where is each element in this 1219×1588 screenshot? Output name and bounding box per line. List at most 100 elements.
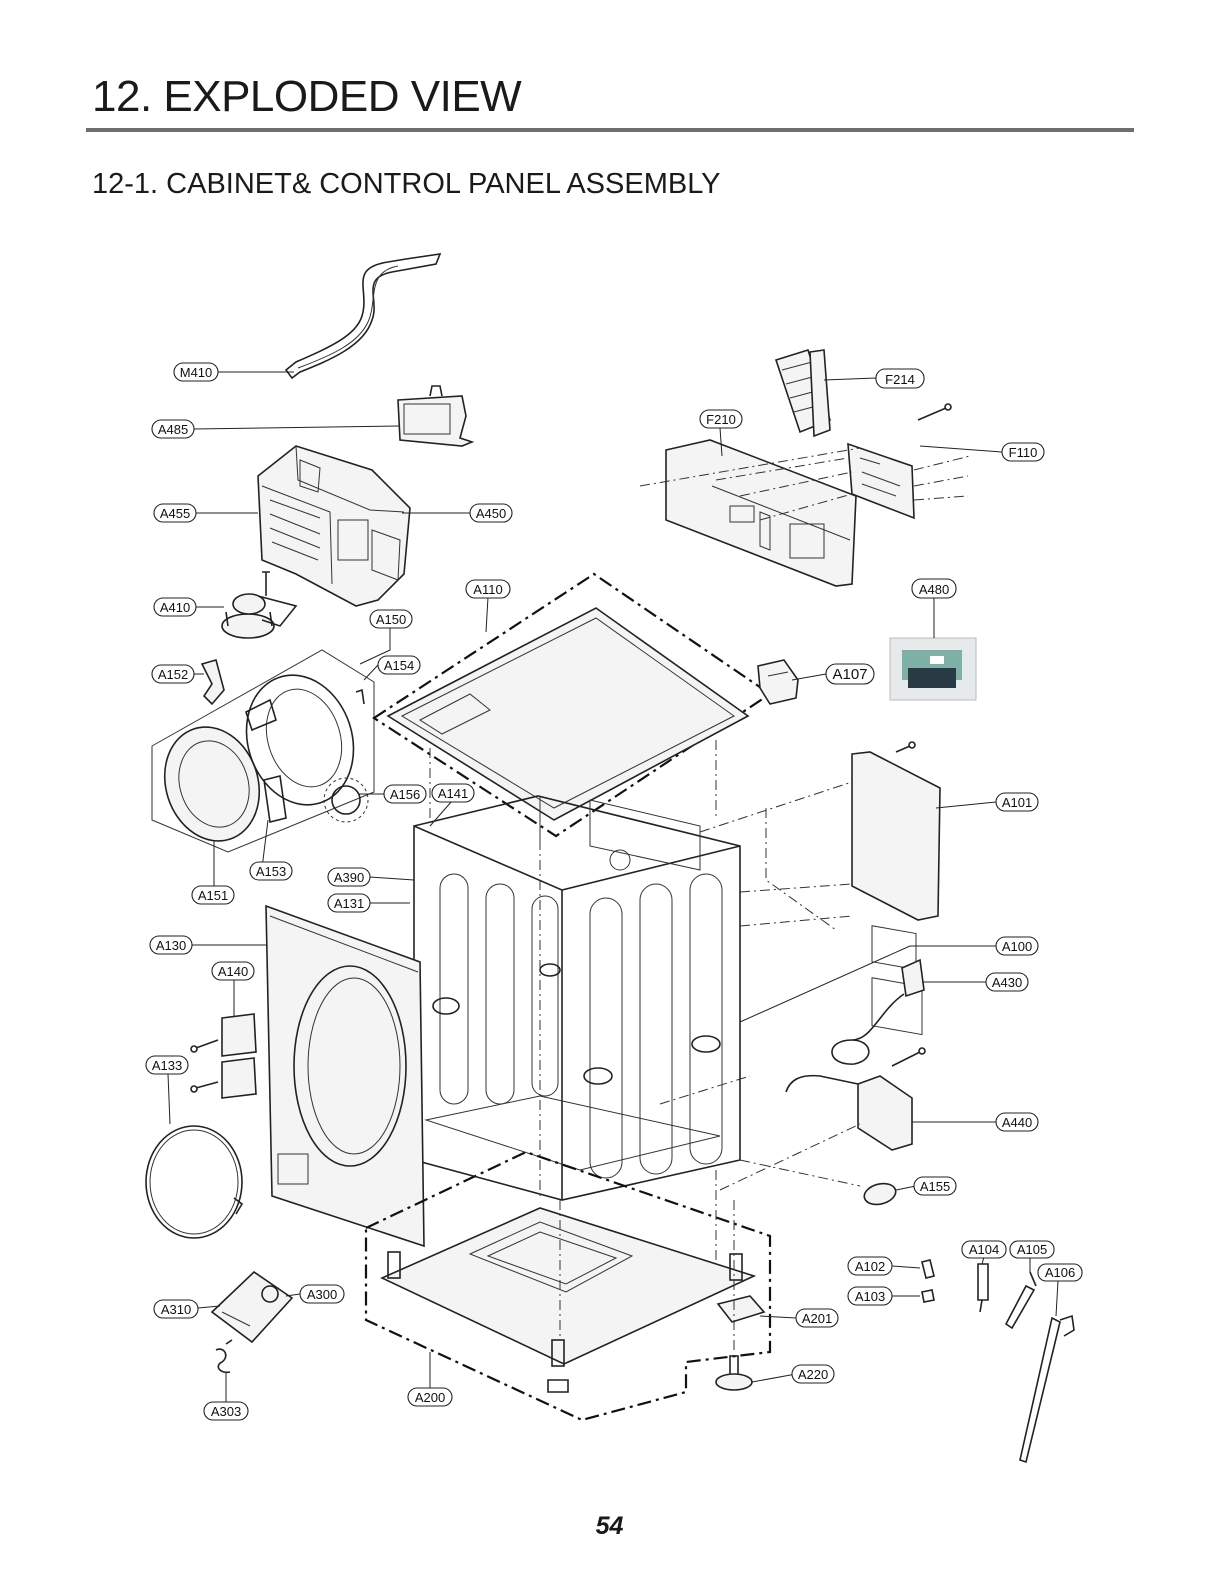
callout-text: A102 bbox=[855, 1259, 885, 1274]
callout-text: A106 bbox=[1045, 1265, 1075, 1280]
a200-base-frame bbox=[364, 1150, 772, 1422]
a110-top-plate bbox=[371, 572, 772, 838]
callout-leader-lines bbox=[167, 371, 1059, 1402]
callout-a101: A101 bbox=[995, 792, 1039, 812]
callout-text: A141 bbox=[438, 786, 468, 801]
callout-a140: A140 bbox=[211, 961, 255, 981]
callout-text: A100 bbox=[1002, 939, 1032, 954]
m410-harness-bracket bbox=[284, 253, 442, 380]
callout-text: A220 bbox=[798, 1367, 828, 1382]
a440-noise-filter bbox=[785, 1047, 926, 1151]
a410-pressure-switch bbox=[221, 571, 298, 639]
callout-text: A151 bbox=[198, 888, 228, 903]
callout-a103: A103 bbox=[847, 1286, 893, 1306]
callout-a303: A303 bbox=[203, 1401, 249, 1421]
a201-a220-legs bbox=[715, 1295, 766, 1391]
callout-text: A430 bbox=[992, 975, 1022, 990]
callout-f214: F214 bbox=[875, 368, 925, 389]
callout-text: A103 bbox=[855, 1289, 885, 1304]
callout-a310: A310 bbox=[153, 1299, 199, 1319]
callout-text: A155 bbox=[920, 1179, 950, 1194]
callout-a152: A152 bbox=[151, 664, 195, 684]
callout-a106: A106 bbox=[1037, 1263, 1083, 1282]
callout-text: F210 bbox=[706, 412, 736, 427]
a480-control-module bbox=[889, 637, 977, 701]
callout-text: A104 bbox=[969, 1242, 999, 1257]
f210-control-panel bbox=[665, 439, 857, 587]
callout-text: A156 bbox=[390, 787, 420, 802]
callout-a100: A100 bbox=[995, 936, 1039, 956]
callout-text: A140 bbox=[218, 964, 248, 979]
a430-power-cord bbox=[831, 958, 925, 1065]
callout-text: A131 bbox=[334, 896, 364, 911]
callout-a102: A102 bbox=[847, 1256, 893, 1276]
callout-text: A101 bbox=[1002, 795, 1032, 810]
callout-text: F110 bbox=[1009, 445, 1038, 460]
callout-a455: A455 bbox=[153, 503, 197, 523]
callout-text: A150 bbox=[376, 612, 406, 627]
callout-a410: A410 bbox=[153, 597, 197, 617]
callout-a440: A440 bbox=[995, 1112, 1039, 1132]
callout-a390: A390 bbox=[327, 867, 371, 887]
section-title: 12-1. CABINET& CONTROL PANEL ASSEMBLY bbox=[92, 168, 721, 200]
callout-text: A105 bbox=[1017, 1242, 1047, 1257]
a140-hinge-set bbox=[190, 1013, 257, 1099]
callout-a153: A153 bbox=[249, 861, 293, 881]
callout-text: A303 bbox=[211, 1404, 241, 1419]
callout-text: A300 bbox=[307, 1287, 337, 1302]
callout-a155: A155 bbox=[913, 1176, 957, 1196]
callout-a200: A200 bbox=[407, 1387, 453, 1407]
a101-rear-cover bbox=[851, 741, 941, 1036]
a133-clamp-ring bbox=[145, 1125, 244, 1239]
exploded-guide-lines bbox=[429, 447, 971, 1350]
callout-f210: F210 bbox=[699, 409, 743, 429]
callout-a154: A154 bbox=[377, 655, 421, 675]
callout-text: A410 bbox=[160, 600, 190, 615]
a485-cover bbox=[397, 385, 475, 447]
callout-text: A133 bbox=[152, 1058, 182, 1073]
a130-front-panel bbox=[265, 904, 425, 1248]
callout-text: A130 bbox=[156, 938, 186, 953]
callout-text: A485 bbox=[158, 422, 188, 437]
callout-a110: A110 bbox=[465, 579, 511, 599]
callout-labels: M410 A485 A455 A450 A410 A150 A152 A154 … bbox=[145, 362, 1083, 1421]
callout-a131: A131 bbox=[327, 893, 371, 913]
callout-a450: A450 bbox=[469, 503, 513, 523]
callout-a300: A300 bbox=[299, 1284, 345, 1304]
a155-cap bbox=[863, 1182, 897, 1206]
callout-text: A455 bbox=[160, 506, 190, 521]
callout-text: A450 bbox=[476, 506, 506, 521]
callout-text: A153 bbox=[256, 864, 286, 879]
callout-a104: A104 bbox=[961, 1240, 1007, 1259]
cabinet-body bbox=[413, 795, 741, 1201]
callout-text: A480 bbox=[919, 582, 949, 597]
a300-filter-door bbox=[210, 1270, 294, 1374]
callout-a201: A201 bbox=[795, 1308, 839, 1328]
callout-a133: A133 bbox=[145, 1055, 189, 1075]
callout-a151: A151 bbox=[191, 885, 235, 905]
callout-a220: A220 bbox=[791, 1364, 835, 1384]
callout-a130: A130 bbox=[149, 935, 193, 955]
callout-text: A201 bbox=[802, 1311, 832, 1326]
callout-a150: A150 bbox=[369, 609, 413, 629]
callout-a105: A105 bbox=[1009, 1240, 1055, 1259]
callout-a430: A430 bbox=[985, 972, 1029, 992]
callout-text: A310 bbox=[161, 1302, 191, 1317]
callout-text: A440 bbox=[1002, 1115, 1032, 1130]
callout-text: M410 bbox=[180, 365, 213, 380]
callout-a107: A107 bbox=[825, 663, 875, 685]
callout-a485: A485 bbox=[151, 419, 195, 439]
callout-a480: A480 bbox=[911, 578, 957, 599]
a455-a450-pcb-assembly bbox=[257, 445, 411, 607]
callout-text: A152 bbox=[158, 667, 188, 682]
f214-button-set bbox=[774, 348, 831, 438]
page-number: 54 bbox=[595, 1512, 624, 1540]
callout-f110: F110 bbox=[1001, 442, 1045, 462]
a102-a103-clips bbox=[921, 1259, 935, 1303]
callout-text: A107 bbox=[832, 666, 867, 683]
callout-text: A200 bbox=[415, 1390, 445, 1405]
callout-text: A390 bbox=[334, 870, 364, 885]
callout-a141: A141 bbox=[431, 783, 475, 803]
page-title: 12. EXPLODED VIEW bbox=[92, 72, 522, 121]
